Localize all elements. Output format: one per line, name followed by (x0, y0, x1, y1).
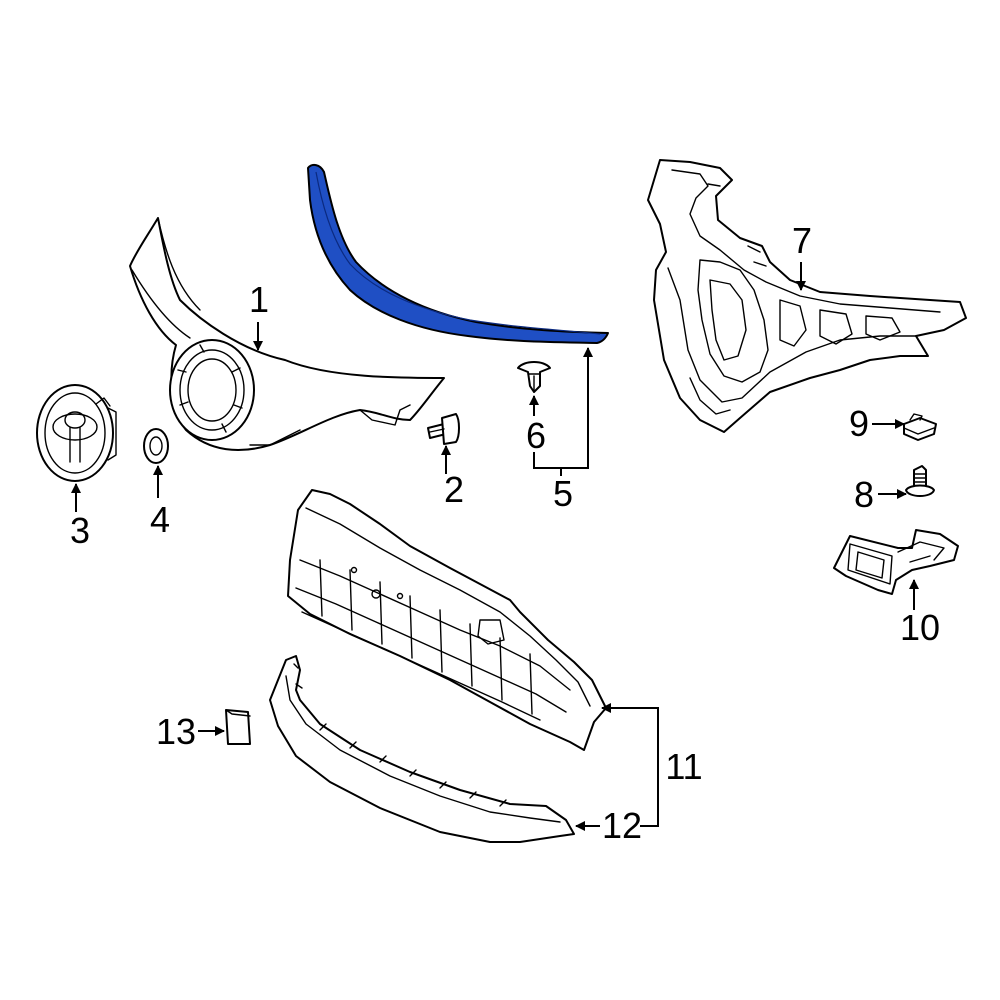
part-8-screw[interactable] (905, 465, 935, 497)
part-12-lower-molding[interactable] (269, 655, 575, 843)
part-1-upper-garnish[interactable] (129, 217, 445, 451)
part-10-air-duct[interactable] (833, 529, 959, 595)
part-13-cap[interactable] (225, 709, 251, 745)
callout-6[interactable]: 6 (526, 415, 546, 456)
callout-3[interactable]: 3 (70, 510, 90, 551)
leader-11-bracket (601, 703, 659, 766)
part-4-seal[interactable] (143, 428, 169, 464)
part-6-clip[interactable] (517, 361, 551, 393)
part-7-support-bracket[interactable] (647, 159, 967, 433)
part-2-bolt[interactable] (427, 413, 460, 445)
callout-11[interactable]: 11 (665, 746, 702, 787)
callout-8[interactable]: 8 (854, 474, 874, 515)
leader-11-lower (640, 766, 659, 827)
callout-10[interactable]: 10 (900, 607, 940, 648)
callout-2[interactable]: 2 (444, 469, 464, 510)
callout-5[interactable]: 5 (553, 473, 573, 514)
callout-labels: 1 2 3 4 5 6 7 8 9 10 11 12 13 (70, 220, 940, 846)
callout-7[interactable]: 7 (792, 220, 812, 261)
callout-9[interactable]: 9 (849, 403, 869, 444)
part-5-upper-molding-highlighted[interactable] (307, 163, 609, 344)
part-9-nut[interactable] (903, 413, 937, 441)
part-11-grille[interactable] (287, 489, 607, 751)
callout-13[interactable]: 13 (156, 711, 196, 752)
callout-1[interactable]: 1 (249, 279, 269, 320)
callout-4[interactable]: 4 (150, 499, 170, 540)
leader-lines (71, 262, 919, 831)
part-3-emblem[interactable] (36, 384, 117, 482)
callout-12[interactable]: 12 (602, 805, 642, 846)
